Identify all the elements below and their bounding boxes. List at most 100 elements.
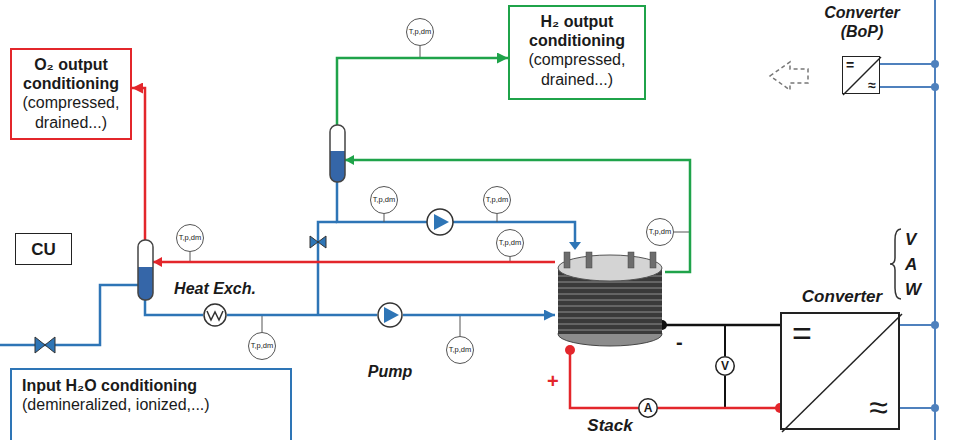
sensor-label: T,p,dm (486, 196, 509, 204)
stack-bolt (628, 252, 634, 268)
sensor-gauge: T,p,dm (483, 186, 511, 214)
valve-symbol (35, 337, 55, 353)
stack-bolt (650, 252, 656, 268)
stack-end-plate (558, 255, 662, 281)
stack-bolt (564, 252, 570, 268)
converter-diagonal (843, 57, 881, 95)
box-body: (compressed, drained...) (514, 50, 640, 88)
converter-box: Converter (BoP)=≈ (842, 56, 880, 94)
pump-circle (378, 303, 402, 327)
sensor-gauge: T,p,dm (248, 332, 276, 360)
arrow-head (569, 242, 581, 250)
dashed-arrow (770, 62, 808, 90)
box-body: (compressed, drained...) (16, 93, 126, 131)
stack-cell (558, 294, 662, 295)
junction-dot (931, 404, 939, 412)
meter-letter: V (721, 360, 729, 372)
converter-diagonal (782, 314, 902, 432)
sensor-label: T,p,dm (251, 342, 274, 350)
arrow-head (345, 155, 354, 165)
sensor-gauge: T,p,dm (370, 186, 398, 214)
voltmeter-lead (724, 376, 726, 408)
gauge-circle (484, 187, 511, 214)
gauge-circle (497, 230, 524, 257)
arrow-head (153, 257, 162, 267)
stack-outline (555, 250, 665, 350)
sensor-gauge: T,p,dm (406, 18, 434, 46)
pump-triangle (384, 307, 399, 323)
sensor-leader (674, 232, 690, 233)
voltmeter-lead (724, 325, 726, 356)
sensor-label: T,p,dm (449, 346, 472, 354)
water-inlet-pipe (0, 285, 138, 345)
dc-symbol: = (846, 58, 854, 72)
box-heading: H₂ output conditioning (514, 12, 640, 50)
stack-label: Stack (555, 416, 665, 436)
sensor-leader (262, 315, 263, 332)
water-pipe (227, 314, 377, 317)
separator-tank (330, 125, 345, 182)
sensor-label: T,p,dm (373, 196, 396, 204)
meter-circle (639, 399, 658, 418)
box-heading: O₂ output conditioning (16, 55, 126, 93)
box-heading: Input H₂O conditioning (22, 376, 280, 395)
bypass-pipe (318, 222, 337, 315)
stack-cell (558, 300, 662, 301)
converter-title: Converter (BoP) (813, 3, 911, 41)
stack-cell (558, 318, 662, 319)
pump-outline (377, 302, 403, 328)
stack-cell (558, 288, 662, 289)
heat-exchanger-circle (204, 304, 226, 326)
junction-dot (931, 83, 939, 91)
ammeter: A (638, 398, 658, 418)
sensor-gauge: T,p,dm (176, 224, 204, 252)
stack-bolt (586, 252, 592, 268)
sensor-label: T,p,dm (409, 28, 432, 36)
sensor-leader (384, 214, 385, 222)
pump-symbol: Pump (377, 302, 403, 328)
sensor-gauge: T,p,dm (446, 336, 474, 364)
sensor-leader (497, 214, 498, 222)
terminal-sign: + (547, 370, 559, 392)
positive-wire (658, 407, 780, 410)
separator-tank (138, 240, 153, 300)
electrolyser-stack: Stack (555, 250, 665, 350)
gauge-circle (371, 187, 398, 214)
gauge-circle (249, 333, 276, 360)
meter-circle (716, 357, 735, 376)
gauge-circle (177, 225, 204, 252)
sensor-label: T,p,dm (649, 228, 672, 236)
brace-bracket (890, 229, 901, 299)
bracket-label: V (905, 231, 916, 250)
pump-symbol (427, 209, 453, 235)
sensor-gauge: T,p,dm (496, 229, 524, 257)
box-body: (demineralized, ionized,...) (22, 395, 280, 414)
heat-exchanger: Heat Exch. (203, 303, 227, 327)
positive-wire (570, 350, 638, 408)
water-return-pipe (337, 182, 575, 243)
water-pipe (403, 314, 555, 317)
terminal-dot (565, 345, 575, 355)
valve-symbol (310, 236, 326, 248)
bus-tap (880, 86, 935, 88)
ac-symbol: ≈ (868, 78, 876, 92)
sensor-leader (460, 315, 461, 336)
stack-cell (558, 306, 662, 307)
negative-wire (665, 324, 780, 327)
stack-cell (558, 324, 662, 325)
box-label: CU (31, 241, 56, 258)
converter-box: Converter=≈ (780, 312, 900, 430)
bracket-label: A (905, 256, 917, 275)
converter-title: Converter (782, 287, 902, 307)
component-label: Pump (360, 362, 420, 381)
pump-symbol (434, 214, 449, 230)
control-unit-box: CU (15, 233, 72, 265)
stack-cell (558, 330, 662, 331)
sensor-label: T,p,dm (499, 239, 522, 247)
dc-symbol: = (792, 316, 812, 350)
stack-cell (558, 312, 662, 313)
hx-outline (203, 303, 227, 327)
bracket-label: W (905, 281, 921, 300)
